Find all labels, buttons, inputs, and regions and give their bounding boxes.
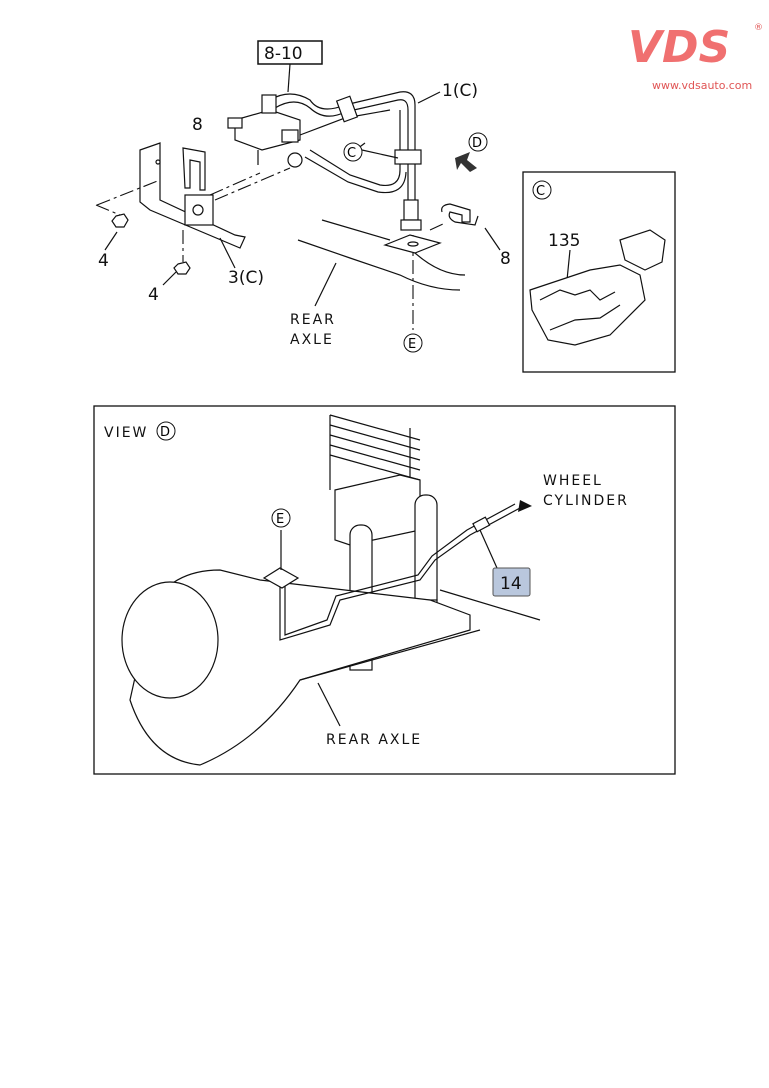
svg-text:C: C [347, 146, 356, 161]
ref-box-label: 8-10 [264, 44, 303, 64]
detail-c-marker: C [536, 184, 545, 199]
callout-8[interactable]: 8 [500, 249, 511, 269]
svg-text:D: D [472, 136, 482, 151]
top-assembly-diagram: 8-10 [95, 40, 511, 353]
svg-text:®: ® [754, 23, 763, 33]
svg-text:E: E [408, 337, 416, 352]
wheel-cylinder-label: WHEEL [543, 473, 603, 489]
detail-c-panel: C 135 [522, 171, 676, 373]
callout-1[interactable]: 1(C) [442, 81, 478, 101]
arrow-head-icon [518, 500, 532, 512]
view-d-marker-e: E [276, 512, 284, 527]
callout-8[interactable]: 8 [192, 115, 203, 135]
nut-icon [173, 261, 191, 275]
svg-text:www.vdsauto.com: www.vdsauto.com [652, 79, 752, 92]
view-d-marker: D [160, 425, 170, 440]
callout-3[interactable]: 3(C) [228, 268, 264, 288]
wheel-cylinder-label: CYLINDER [543, 493, 629, 509]
rear-axle-label: REAR AXLE [326, 732, 422, 748]
nut-icon [111, 213, 129, 228]
view-d-panel: VIEW D E WHEEL CYLINDER 14 REAR AXLE [93, 405, 676, 775]
vds-logo: VDS ® www.vdsauto.com [628, 22, 763, 92]
marker-c: C [343, 142, 363, 162]
marker-e: E [403, 333, 423, 353]
callout-135[interactable]: 135 [548, 231, 580, 251]
svg-text:14: 14 [500, 574, 522, 594]
rear-axle-label: AXLE [290, 332, 334, 348]
view-direction-arrow-icon [455, 152, 477, 172]
svg-text:VDS: VDS [628, 22, 730, 73]
marker-d: D [468, 132, 488, 152]
view-d-title: VIEW [104, 425, 148, 441]
callout-4[interactable]: 4 [148, 285, 159, 305]
callout-4[interactable]: 4 [98, 251, 109, 271]
callout-14[interactable]: 14 [492, 567, 531, 597]
rear-axle-label: REAR [290, 312, 336, 328]
